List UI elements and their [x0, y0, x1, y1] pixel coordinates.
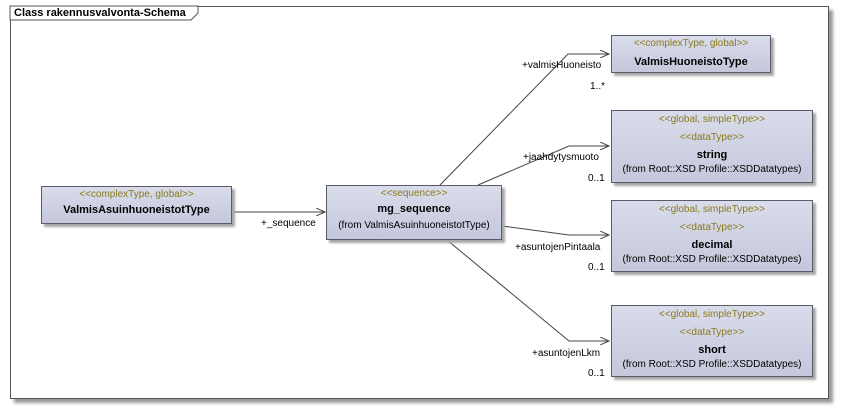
class-name: mg_sequence: [377, 203, 451, 215]
class-origin: (from Root::XSD Profile::XSDDatatypes): [622, 359, 802, 370]
class-mg-sequence[interactable]: <<sequence>> mg_sequence (from ValmisAsu…: [326, 185, 502, 240]
stereotype-label-datatype: <<dataType>>: [679, 222, 745, 233]
stereotype-label: <<global, simpleType>>: [658, 309, 766, 320]
edge-asuntojen-pintaala: [501, 225, 609, 235]
stereotype-label: <<complexType, global>>: [79, 189, 194, 200]
stereotype-label: <<global, simpleType>>: [658, 204, 766, 215]
class-valmis-asuinhuoneistot[interactable]: <<complexType, global>> ValmisAsuinhuone…: [41, 186, 232, 224]
class-valmis-huoneisto[interactable]: <<complexType, global>> ValmisHuoneistoT…: [611, 35, 771, 73]
stereotype-label: <<global, simpleType>>: [658, 114, 766, 125]
edge-jaahdytysmuoto: [477, 146, 609, 186]
class-name: short: [698, 344, 726, 356]
edge-asuntojen-lkm: [446, 239, 609, 341]
role-jaahdytysmuoto: +jaahdytysmuoto: [523, 152, 599, 163]
class-short[interactable]: <<global, simpleType>> <<dataType>> shor…: [611, 305, 813, 377]
role-valmis-huoneisto: +valmisHuoneisto: [522, 60, 602, 71]
multiplicity-valmis-huoneisto: 1..*: [590, 81, 606, 92]
class-string[interactable]: <<global, simpleType>> <<dataType>> stri…: [611, 110, 813, 183]
stereotype-label-datatype: <<dataType>>: [679, 132, 745, 143]
frame-title: Class rakennusvalvonta-Schema: [14, 7, 186, 19]
class-origin: (from Root::XSD Profile::XSDDatatypes): [622, 164, 802, 175]
class-origin: (from ValmisAsuinhuoneistotType): [338, 220, 490, 231]
multiplicity-asuntojen-pintaala: 0..1: [588, 262, 605, 273]
edge-valmis-huoneisto: [439, 54, 609, 186]
role-sequence: +_sequence: [261, 218, 316, 229]
role-asuntojen-lkm: +asuntojenLkm: [532, 348, 601, 359]
class-name: ValmisAsuinhuoneistotType: [63, 204, 210, 216]
multiplicity-jaahdytysmuoto: 0..1: [588, 173, 605, 184]
multiplicity-asuntojen-lkm: 0..1: [588, 368, 605, 379]
role-asuntojen-pintaala: +asuntojenPintaala: [515, 242, 601, 253]
stereotype-label: <<complexType, global>>: [633, 38, 749, 49]
class-decimal[interactable]: <<global, simpleType>> <<dataType>> deci…: [611, 200, 813, 272]
class-name: ValmisHuoneistoType: [634, 56, 748, 68]
stereotype-label: <<sequence>>: [380, 188, 448, 199]
stereotype-label-datatype: <<dataType>>: [679, 327, 745, 338]
class-origin: (from Root::XSD Profile::XSDDatatypes): [622, 254, 802, 265]
class-name: decimal: [691, 239, 733, 251]
class-name: string: [696, 149, 728, 161]
